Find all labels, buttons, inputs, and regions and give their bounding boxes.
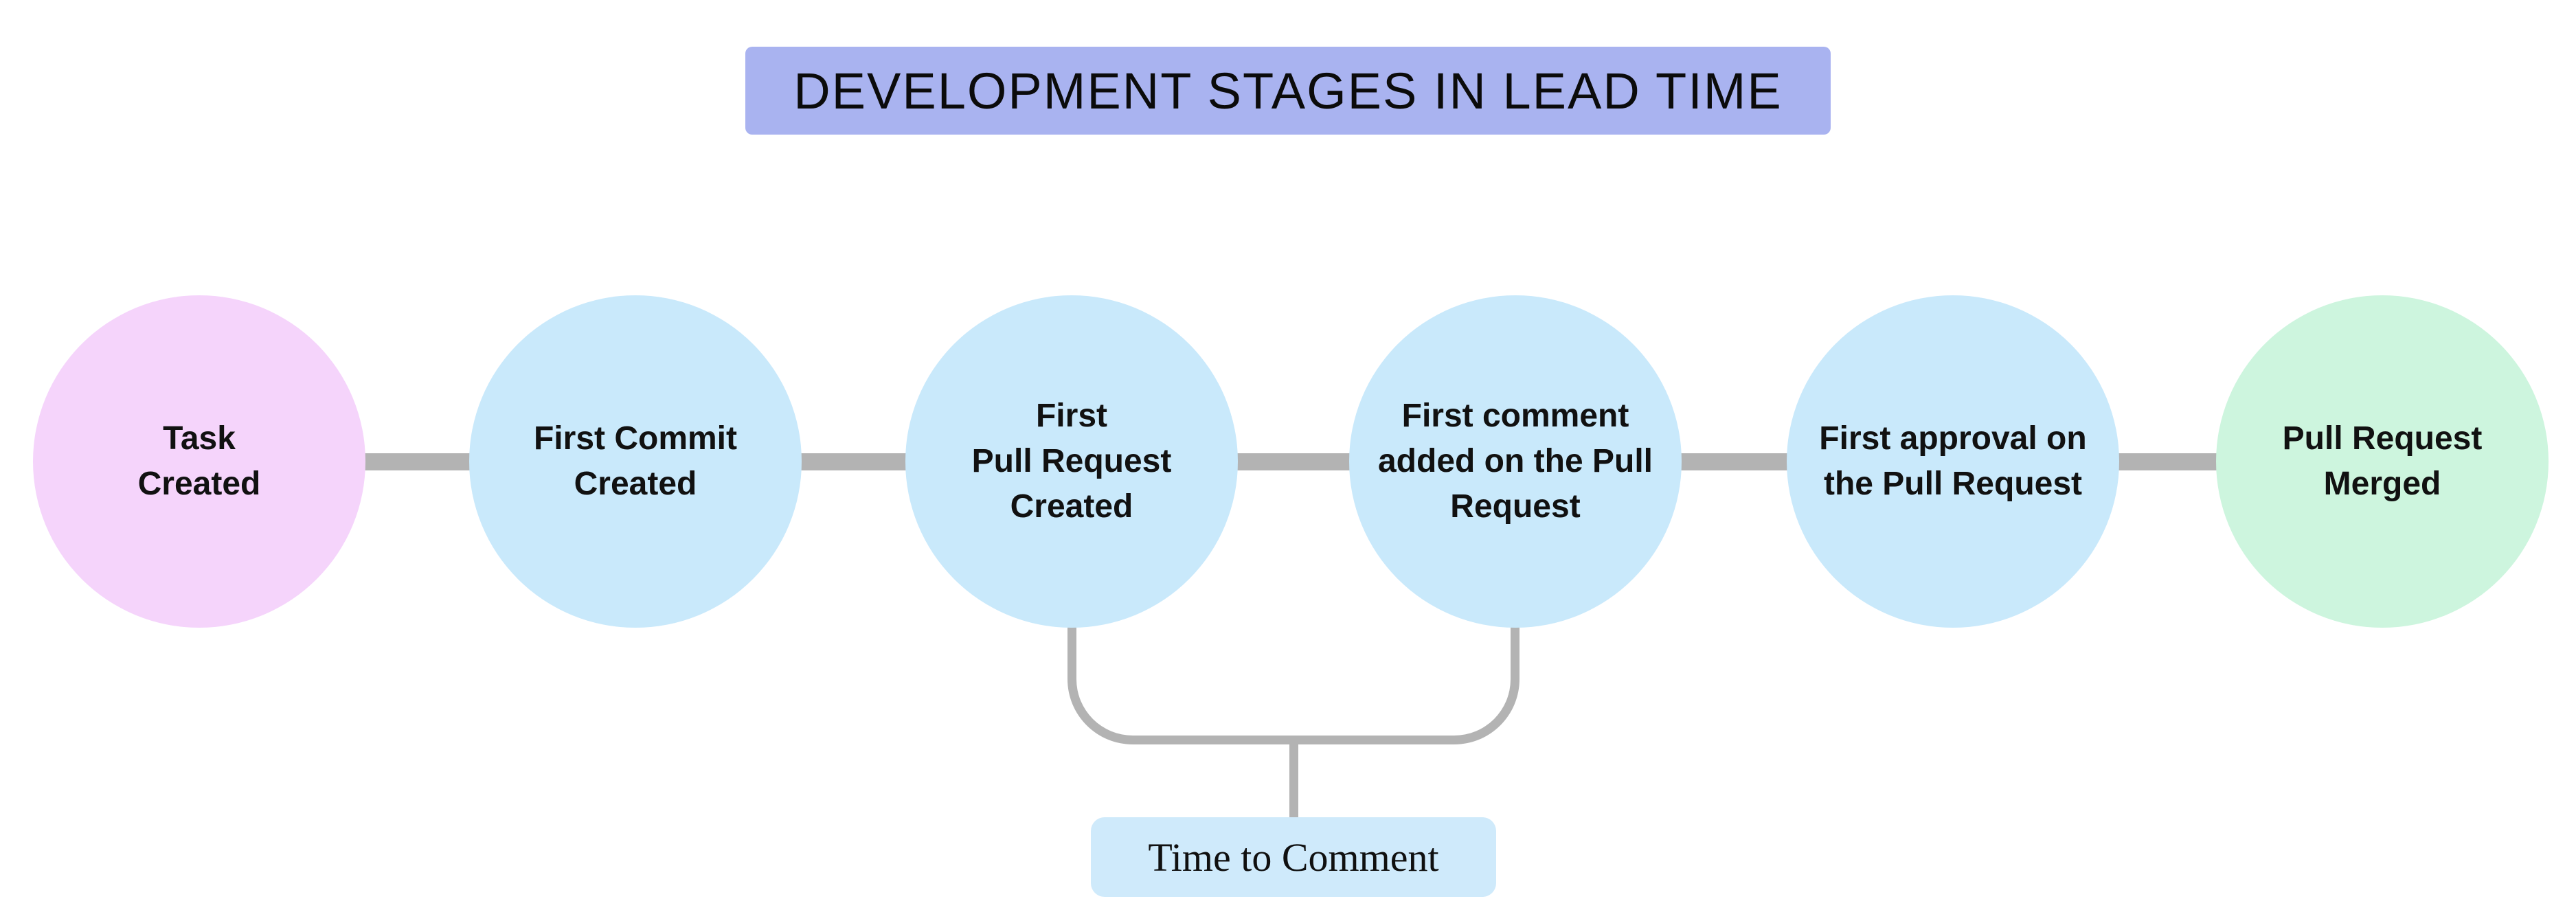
time-to-comment-box: Time to Comment [1091,817,1496,897]
time-to-comment-bracket-stem [1289,740,1298,819]
stage-label-first-commit-created: First Commit Created [533,420,737,502]
stage-circle-first-pull-request-created: First Pull Request Created [905,295,1238,628]
page-title: DEVELOPMENT STAGES IN LEAD TIME [745,47,1831,135]
stage-circle-pull-request-merged: Pull Request Merged [2216,295,2549,628]
stage-circle-first-approval: First approval on the Pull Request [1787,295,2119,628]
time-to-comment-label: Time to Comment [1148,834,1439,880]
stage-label-first-pull-request-created: First Pull Request Created [971,397,1172,525]
stage-circle-first-commit-created: First Commit Created [469,295,802,628]
stage-label-first-approval: First approval on the Pull Request [1819,420,2087,502]
stage-label-first-comment-added: First comment added on the Pull Request [1377,397,1653,525]
stage-circle-first-comment-added: First comment added on the Pull Request [1349,295,1682,628]
stage-label-pull-request-merged: Pull Request Merged [2282,420,2483,502]
stage-label-task-created: Task Created [137,420,261,502]
stage-circle-task-created: Task Created [33,295,365,628]
page-title-text: DEVELOPMENT STAGES IN LEAD TIME [793,62,1783,119]
time-to-comment-bracket [1067,626,1519,744]
